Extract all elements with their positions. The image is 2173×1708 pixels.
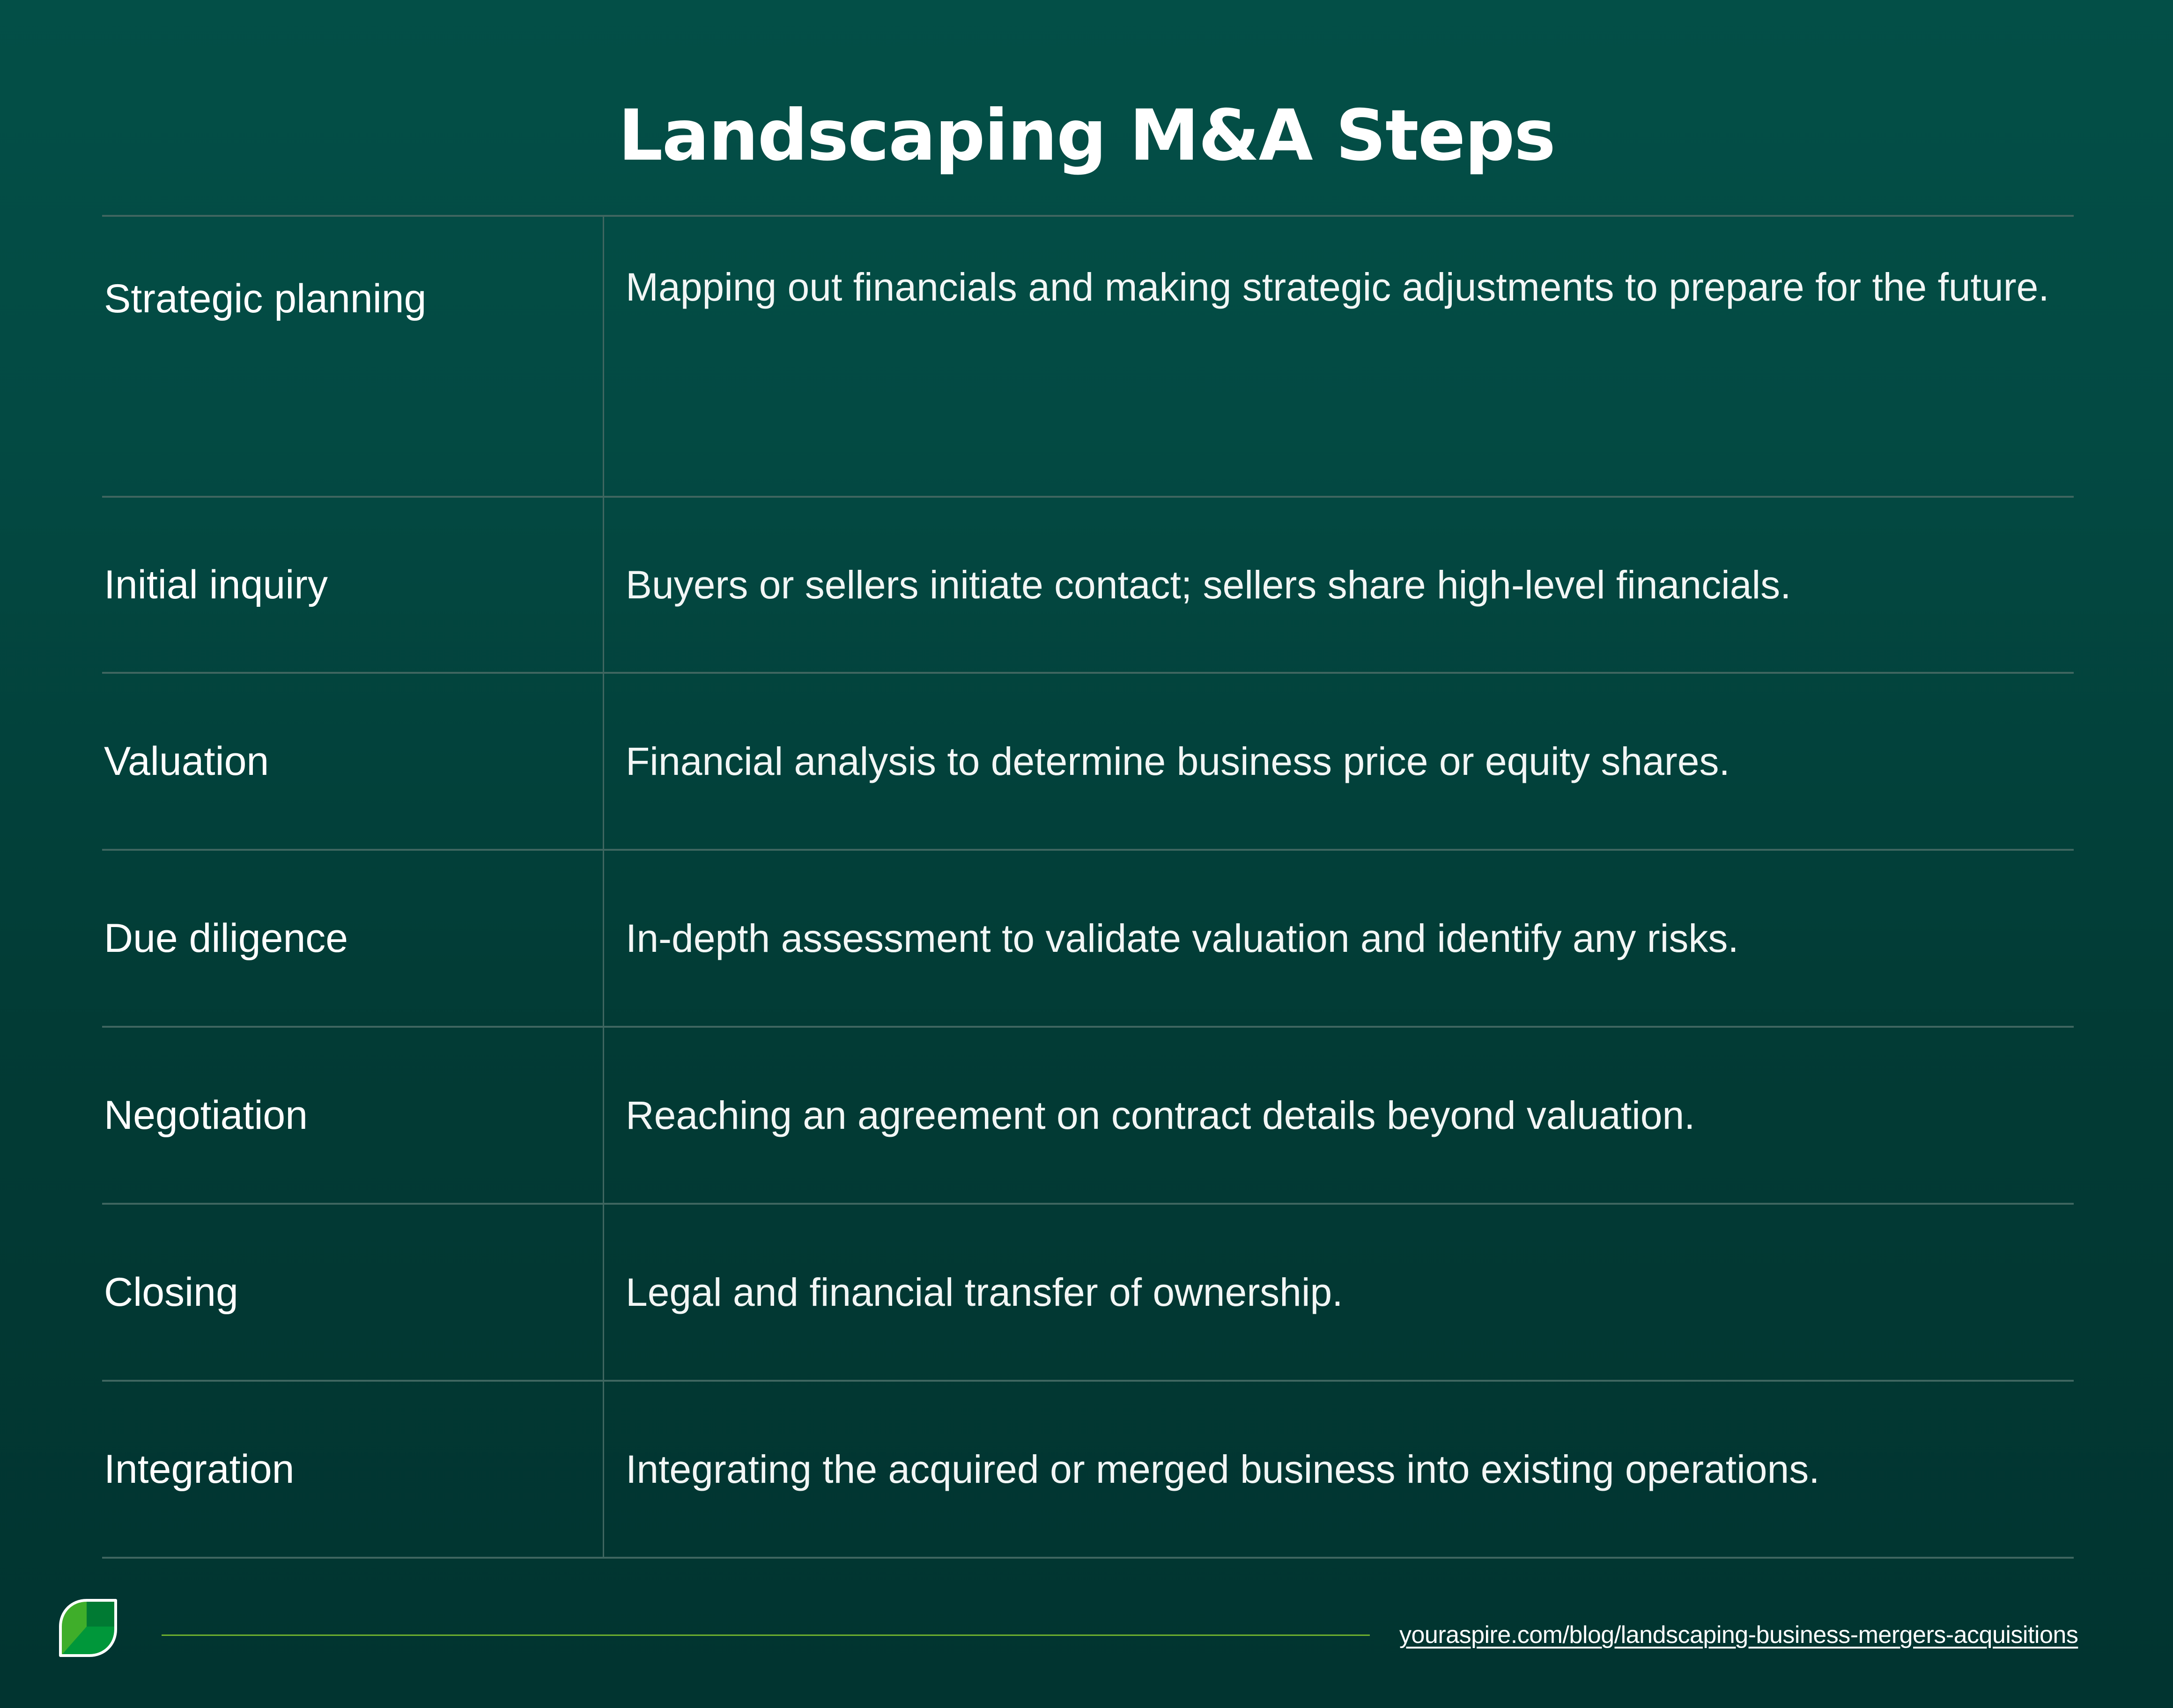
step-name: Negotiation (102, 1028, 604, 1203)
step-name: Closing (102, 1205, 604, 1380)
table-row: Strategic planning Mapping out financial… (102, 217, 2074, 498)
page-title: Landscaping M&A Steps (618, 95, 1556, 177)
step-description: Integrating the acquired or merged busin… (626, 1447, 1820, 1491)
step-name: Valuation (102, 674, 604, 849)
table-row: Due diligence In-depth assessment to val… (102, 851, 2074, 1028)
step-name: Initial inquiry (102, 498, 604, 672)
step-name: Due diligence (102, 851, 604, 1026)
step-description: Buyers or sellers initiate contact; sell… (626, 563, 1791, 607)
steps-table: Strategic planning Mapping out financial… (102, 215, 2074, 1559)
step-description: Mapping out financials and making strate… (626, 265, 2049, 309)
step-name: Strategic planning (102, 217, 604, 496)
aspire-leaf-logo-icon (58, 1598, 118, 1658)
table-row: Integration Integrating the acquired or … (102, 1382, 2074, 1559)
source-link[interactable]: youraspire.com/blog/landscaping-business… (1399, 1621, 2078, 1649)
footer-accent-line (162, 1634, 1370, 1636)
step-description: Reaching an agreement on contract detail… (626, 1093, 1695, 1137)
table-row: Negotiation Reaching an agreement on con… (102, 1028, 2074, 1205)
step-name: Integration (102, 1382, 604, 1557)
table-row: Closing Legal and financial transfer of … (102, 1205, 2074, 1382)
table-row: Valuation Financial analysis to determin… (102, 674, 2074, 851)
step-description: Legal and financial transfer of ownershi… (626, 1270, 1343, 1314)
step-description: In-depth assessment to validate valuatio… (626, 916, 1739, 960)
table-row: Initial inquiry Buyers or sellers initia… (102, 498, 2074, 674)
step-description: Financial analysis to determine business… (626, 739, 1730, 783)
